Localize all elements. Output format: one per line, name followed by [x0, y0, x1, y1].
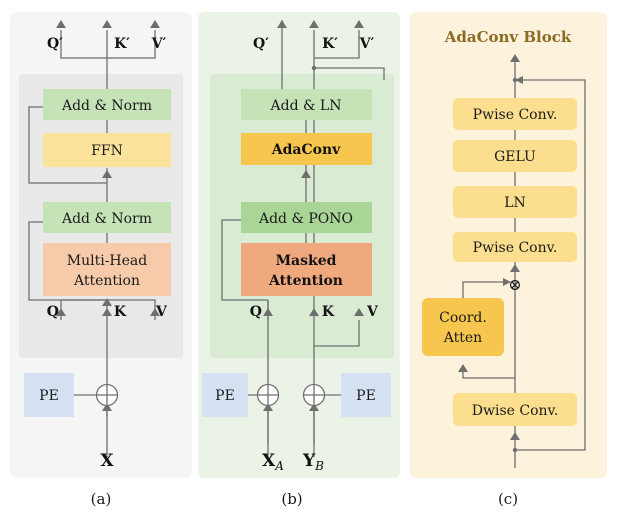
pe-right-box: [341, 373, 391, 417]
add-norm-top-label: Add & Norm: [61, 98, 152, 114]
panel-c-arrowheads: [458, 54, 523, 440]
add-norm-top-box: [43, 89, 171, 120]
pe-label: PE: [39, 388, 59, 404]
add-ln-box: [241, 89, 372, 120]
input-q-label: Q: [47, 304, 59, 320]
panel-b-junction-dot: [311, 65, 317, 71]
panel-b: Add & LN AdaConv Add & PONO Masked Atten…: [198, 12, 400, 508]
input-v-label-b: V: [366, 304, 379, 320]
pe-box: [24, 373, 74, 417]
multi-head-attention-line2: Attention: [73, 273, 140, 289]
dwise-conv-label: Dwise Conv.: [472, 403, 558, 419]
pwise-conv-bottom-box: [453, 232, 577, 262]
adaconv-block-title: AdaConv Block: [444, 28, 572, 46]
input-xa-subscript: A: [274, 459, 284, 473]
input-k-label: K: [114, 304, 127, 320]
dwise-conv-box: [453, 393, 577, 426]
input-yb-label: YB: [302, 451, 324, 473]
output-v-prime-label-b: V′: [359, 36, 375, 52]
ln-box: [453, 186, 577, 218]
input-x-label: X: [100, 451, 114, 471]
input-yb-main: Y: [302, 451, 316, 471]
panel-c: AdaConv Block Pwise Conv. GELU LN: [410, 12, 607, 508]
gelu-box: [453, 140, 577, 172]
output-q-prime-label: Q′: [47, 36, 63, 52]
gelu-label: GELU: [494, 149, 536, 165]
add-pono-box: [241, 202, 372, 233]
caption-c: (c): [498, 490, 518, 508]
add-pono-label: Add & PONO: [258, 211, 353, 227]
input-v-label: V: [155, 304, 168, 320]
adaconv-label: AdaConv: [271, 142, 341, 158]
panel-a: Add & Norm FFN Add & Norm Multi-Head Att…: [10, 12, 192, 508]
masked-attention-box: [241, 243, 372, 296]
add-ln-label: Add & LN: [270, 98, 342, 114]
masked-attention-line1: Masked: [276, 253, 337, 269]
panel-c-bottom-junction-dot: [512, 447, 518, 453]
output-v-prime-label: V′: [151, 36, 167, 52]
add-norm-bottom-box: [43, 202, 171, 233]
add-norm-bottom-label: Add & Norm: [61, 211, 152, 227]
multi-head-attention-line1: Multi-Head: [67, 253, 148, 269]
output-k-prime-label: K′: [114, 36, 130, 52]
add-circle-right-icon: [302, 383, 326, 407]
caption-a: (a): [91, 490, 112, 508]
ffn-box: [43, 133, 171, 167]
input-xa-main: X: [262, 451, 276, 471]
adaconv-box: [241, 133, 372, 165]
multi-head-attention-box: [43, 243, 171, 296]
caption-b: (b): [281, 490, 302, 508]
ffn-label: FFN: [91, 143, 123, 159]
coord-atten-line1: Coord.: [439, 310, 487, 326]
output-k-prime-label-b: K′: [322, 36, 338, 52]
panel-c-top-junction-dot: [512, 77, 518, 83]
pwise-conv-top-box: [453, 98, 577, 130]
pwise-conv-top-label: Pwise Conv.: [473, 107, 558, 123]
pwise-conv-bottom-label: Pwise Conv.: [473, 240, 558, 256]
coord-atten-box: [422, 298, 504, 356]
add-circle-left-icon: [256, 383, 280, 407]
masked-attention-line2: Attention: [268, 273, 343, 289]
output-q-prime-label-b: Q′: [253, 36, 269, 52]
add-circle-icon: [95, 383, 119, 407]
input-k-label-b: K: [322, 304, 335, 320]
input-yb-subscript: B: [314, 459, 324, 473]
panel-a-arrowheads: [56, 20, 160, 411]
pe-left-box: [202, 373, 248, 417]
panel-b-arrowheads: [263, 20, 364, 411]
pe-right-label: PE: [356, 388, 376, 404]
ln-label: LN: [504, 195, 526, 211]
multiply-icon: ⊗: [508, 275, 521, 294]
coord-atten-line2: Atten: [443, 330, 482, 346]
pe-left-label: PE: [215, 388, 235, 404]
input-xa-label: XA: [262, 451, 284, 473]
panel-b-connectors: [221, 20, 385, 457]
input-q-label-b: Q: [250, 304, 262, 320]
